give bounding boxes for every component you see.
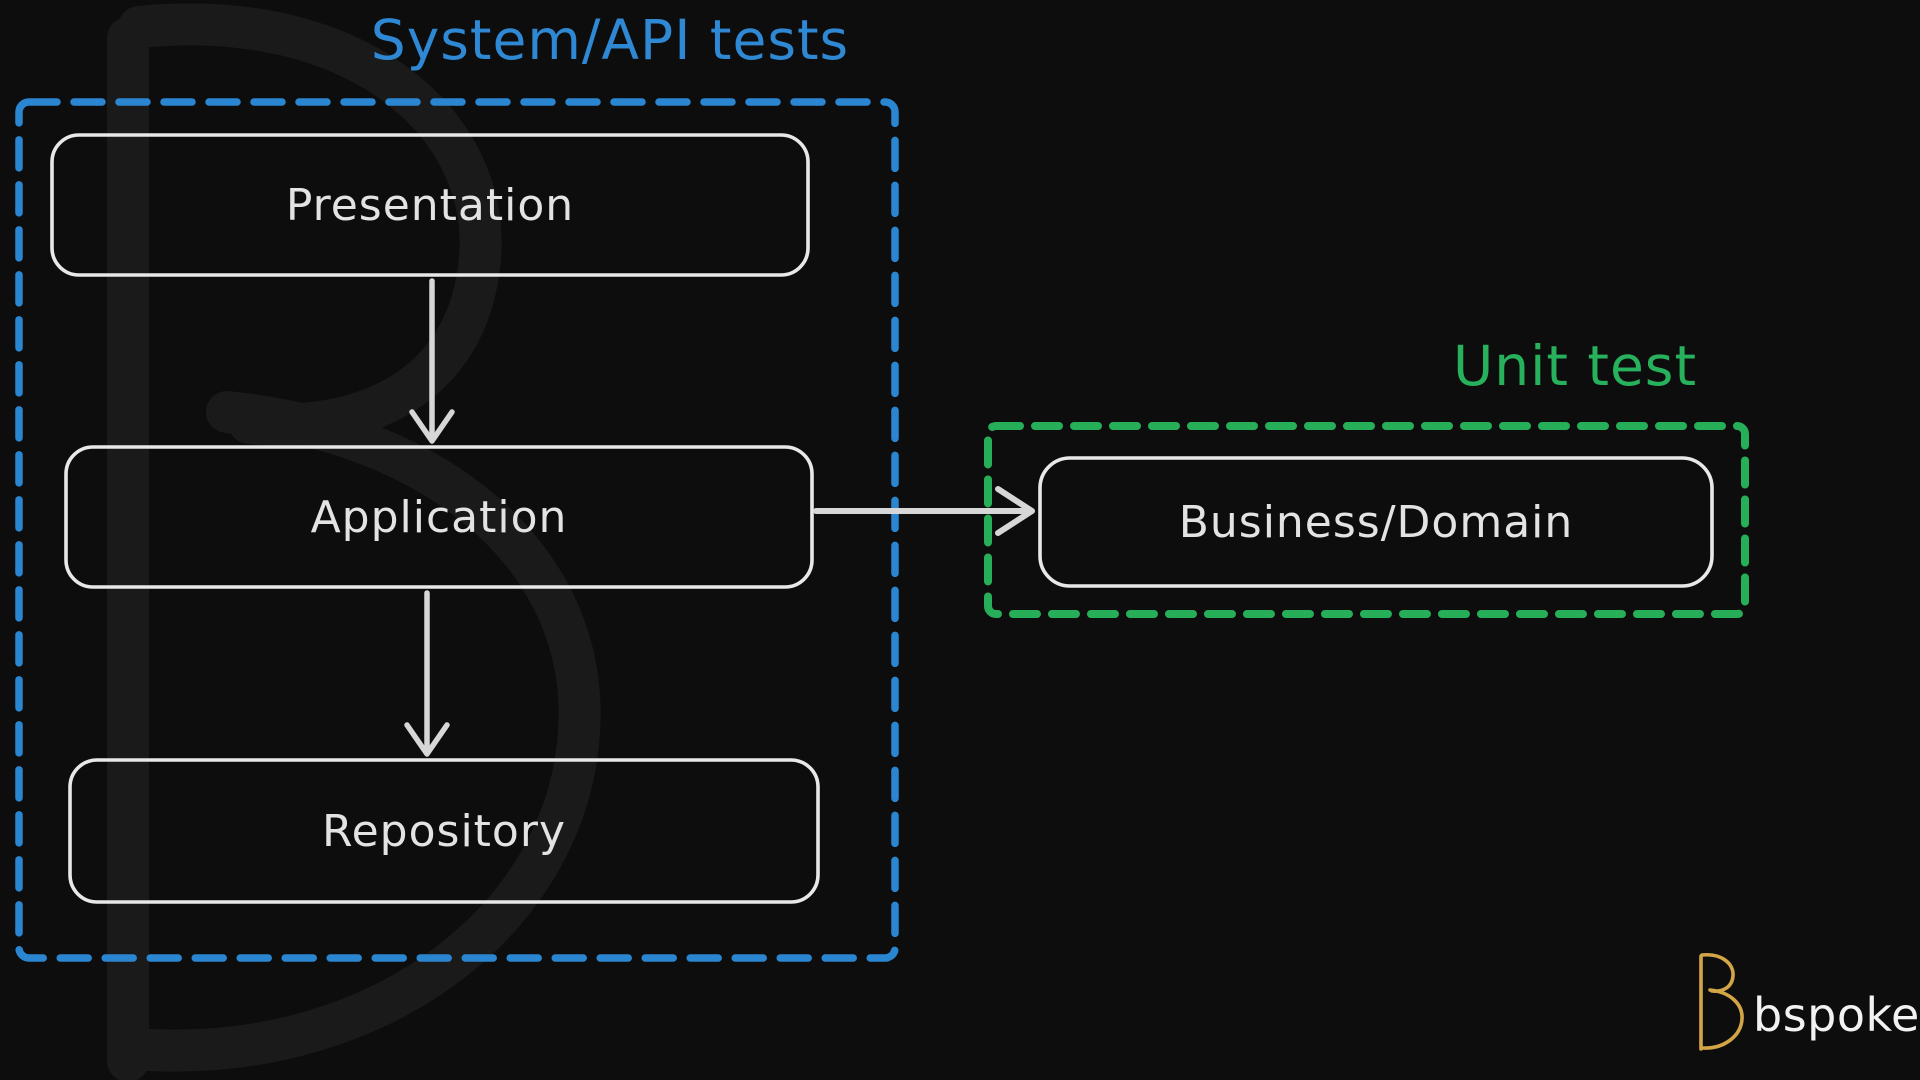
bspoke-logo-icon: [1699, 953, 1744, 1051]
system-tests-group-frame: [15, 98, 899, 962]
application-node-box: [64, 445, 814, 589]
brand-watermark-icon: [107, 3, 601, 1080]
unit-test-group-frame: [984, 422, 1749, 618]
system-tests-group-title: System/API tests: [370, 8, 850, 72]
arrow-application-to-business-domain: [813, 486, 1035, 536]
arrow-application-to-repository: [404, 590, 450, 757]
bspoke-wordmark: bspoke: [1753, 988, 1920, 1042]
unit-test-group-title: Unit test: [1452, 334, 1698, 398]
presentation-node-box: [50, 133, 810, 277]
repository-node-box: [68, 758, 820, 904]
arrow-presentation-to-application: [409, 278, 455, 444]
business-domain-node-box: [1038, 456, 1714, 588]
